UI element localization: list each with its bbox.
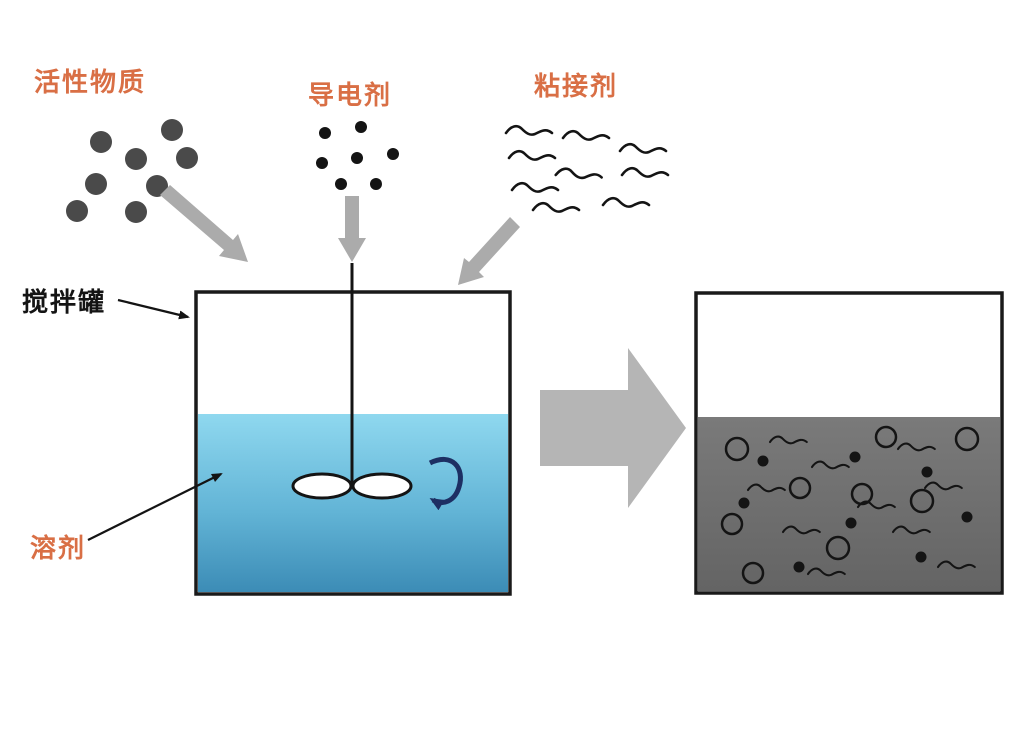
- stirrer-blades: [291, 472, 413, 500]
- active-material-label: 活性物质: [34, 67, 147, 97]
- conductive-agent-feed-arrow: [338, 196, 366, 262]
- rotation-arrow: [428, 456, 463, 511]
- active-material-feed-arrow: [160, 185, 248, 262]
- result-tank: [694, 291, 1004, 595]
- mixing-tank: [194, 263, 512, 596]
- binder-feed-arrow: [458, 217, 520, 285]
- label-pointers: [87, 298, 223, 541]
- mixing-tank-pointer-arrow: [117, 298, 190, 320]
- process-arrow: [540, 348, 686, 508]
- binder-squiggles: [504, 124, 670, 213]
- mixing-tank-label: 搅拌罐: [22, 287, 107, 317]
- conductive-agent-dots: [316, 121, 399, 190]
- active-material-particles: [66, 119, 198, 223]
- conductive-agent-label: 导电剂: [308, 80, 393, 110]
- binder-label: 粘接剂: [534, 71, 619, 101]
- solvent-label: 溶剂: [30, 533, 87, 563]
- solvent-pointer-arrow: [87, 473, 223, 541]
- slurry-black-dots: [738, 451, 973, 573]
- feed-arrows: [160, 185, 520, 285]
